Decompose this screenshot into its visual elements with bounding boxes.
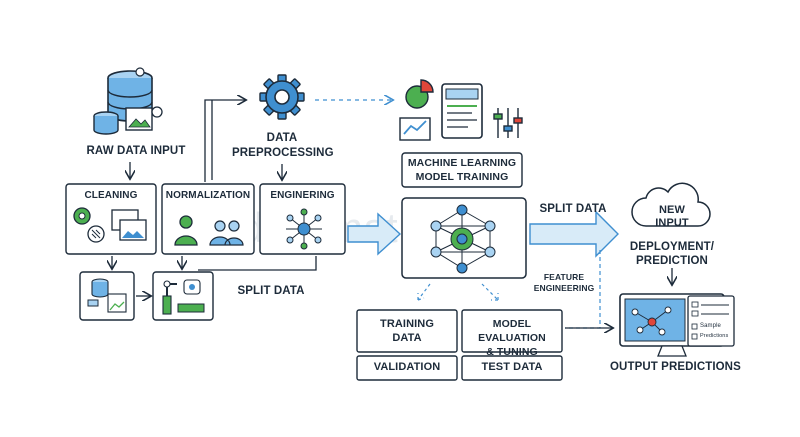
ml-training-label: MACHINE LEARNING MODEL TRAINING: [407, 157, 517, 183]
data-preprocessing-label: DATA PREPROCESSING: [232, 132, 334, 159]
cleaning-label: CLEANING: [84, 190, 138, 201]
raw-data-input-label: RAW DATA INPUT: [86, 145, 186, 157]
sliders-icon: [493, 108, 523, 138]
model-evaluation-label: MODEL EVALUATION & TUNING: [478, 318, 546, 358]
normalization-box: [161, 183, 255, 255]
dashboard-icon: [441, 83, 483, 139]
model-evaluation-box: [461, 309, 563, 353]
data-storage-box: [79, 271, 135, 321]
cloud-icon: [631, 182, 711, 227]
validation-box: [356, 355, 458, 381]
neural-network-icon: [430, 204, 496, 274]
cleaning-gear-icon: [73, 207, 91, 225]
normalization-label: NORMALIZATION: [165, 190, 251, 201]
arrow-to-deployment: [529, 210, 619, 258]
predictions-checkbox: [691, 333, 698, 340]
robot-arm-box: [152, 271, 214, 321]
ml-training-box: [401, 152, 523, 188]
sample-text: Sample: [700, 323, 721, 329]
connector-engineering-back: [198, 256, 317, 271]
engineering-label: ENGINERING: [270, 190, 335, 201]
sample-checkbox: [691, 323, 698, 330]
arrow-to-preprocessing: [204, 100, 245, 182]
network-icon: [286, 208, 322, 250]
database-icon: [93, 67, 163, 135]
new-input-label: NEW INPUT: [655, 204, 689, 229]
training-data-label: TRAINING DATA: [380, 318, 434, 344]
arrow-to-model: [347, 212, 402, 256]
model-network-box: [401, 197, 527, 279]
predictions-text: Predictions: [700, 333, 729, 339]
line-chart-icon: [399, 117, 431, 141]
cleaning-box: [65, 183, 157, 255]
validation-label: VALIDATION: [373, 361, 441, 373]
output-predictions-label: OUTPUT PREDICTIONS: [610, 361, 741, 373]
dashed-arrow-to-training: [417, 283, 431, 301]
users-icon: [174, 215, 244, 246]
dashed-arrow-to-evaluation: [481, 283, 499, 301]
engineering-box: [259, 183, 346, 255]
image-icon: [111, 209, 147, 241]
split-data-label-top: SPLIT DATA: [539, 203, 607, 215]
brush-icon: [87, 225, 105, 243]
pie-chart-icon: [405, 79, 434, 109]
deployment-prediction-label: DEPLOYMENT/ PREDICTION: [629, 241, 715, 267]
feature-engineering-label: FEATURE ENGINEERING: [533, 272, 595, 293]
prediction-list-panel: [687, 295, 735, 347]
gear-icon: [259, 74, 305, 120]
split-data-label-bottom: SPLIT DATA: [237, 285, 305, 297]
training-data-box: [356, 309, 458, 353]
test-data-box: [461, 355, 563, 381]
test-data-label: TEST DATA: [481, 361, 543, 373]
